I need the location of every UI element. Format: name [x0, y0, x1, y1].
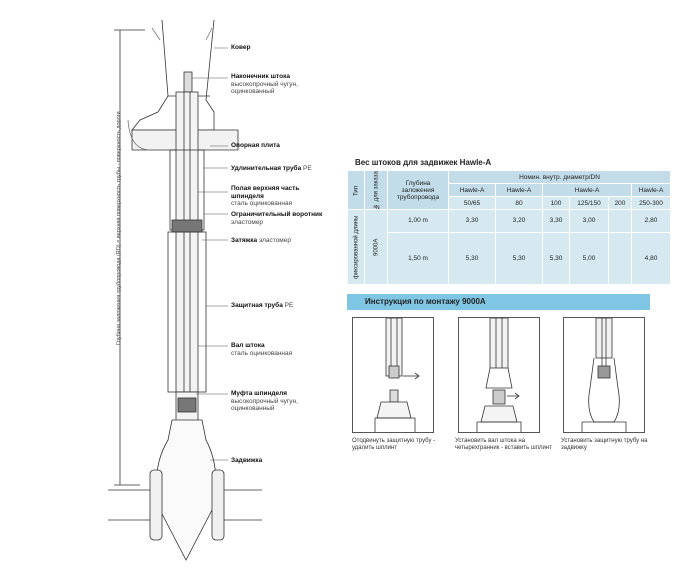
- step-2-illustration: [476, 317, 522, 432]
- spindle-coupling-sub: высокопрочный чугун, оцинкованный: [231, 397, 298, 413]
- valve-drawing: [108, 19, 262, 561]
- instructions-title: Инструкция по монтажу 9000A: [365, 297, 486, 306]
- label-cover: Ковер: [231, 44, 250, 52]
- protective-pipe-text: Защитная труба: [231, 302, 283, 309]
- step-1-figure: [352, 317, 434, 433]
- dn-header: 200: [608, 196, 632, 210]
- value-cell: 4,80: [631, 231, 671, 285]
- dn-header: 125/150: [569, 196, 609, 210]
- stem-shaft-text: Вал штока: [231, 342, 265, 349]
- brand-header: Hawle-A: [631, 183, 671, 197]
- table-row: фиксированной длины 9000A 1,00 m 3,30 3,…: [347, 209, 671, 285]
- instructions-bar: Инструкция по монтажу 9000A: [347, 294, 650, 310]
- extension-pipe-sub: PE: [303, 165, 312, 172]
- support-plate-text: Опорная плита: [231, 142, 280, 149]
- depth-dimension-text: Глубина заложения трубопровода (RD) = ве…: [116, 111, 122, 345]
- label-valve: Задвижка: [231, 457, 262, 465]
- step-1-caption: Отодвинуть защитную трубу - удалить шпли…: [352, 438, 436, 451]
- stem-tip-sub: высокопрочный чугун, оцинкованный: [231, 80, 298, 96]
- weights-table: Тип № для заказа Глубина заложения трубо…: [347, 170, 671, 285]
- step-3-caption: Установить защитную трубу на задвижку: [561, 438, 648, 451]
- tightening-text: Затяжка: [231, 237, 258, 244]
- col-dn-header: Номин. внутр. диаметр/DN: [448, 170, 671, 184]
- limit-collar-text: Ограничительный воротник: [231, 211, 323, 218]
- brand-header: Hawle-A: [542, 183, 632, 197]
- tightening-sub: эластомер: [258, 237, 292, 244]
- hollow-spindle-text: Полая верхняя часть шпинделя: [231, 185, 300, 200]
- step-2-caption: Установить вал штока на четырехгранник -…: [455, 438, 552, 451]
- brand-header: Hawle-A: [448, 183, 496, 197]
- label-tightening: Затяжка эластомер: [231, 237, 291, 245]
- value-cell: 5,30: [448, 231, 496, 285]
- depth-cell: 1,00 m: [387, 209, 449, 233]
- brand-header: Hawle-A: [495, 183, 543, 197]
- stem-shaft-sub: сталь оцинкованная: [231, 349, 293, 357]
- label-protective-pipe: Защитная труба PE: [231, 302, 293, 310]
- dn-header: 100: [542, 196, 570, 210]
- type-cell: фиксированной длины: [347, 209, 365, 285]
- value-cell: 5,30: [542, 231, 570, 285]
- stem-tip-text: Наконечник штока: [231, 73, 290, 80]
- value-cell: 3,30: [448, 209, 496, 233]
- dn-header: 50/65: [448, 196, 496, 210]
- table-row: 1,50 m 5,30 5,30 5,30 5,00 4,80: [348, 231, 671, 285]
- valve-text: Задвижка: [231, 457, 263, 464]
- depth-cell: 1,50 m: [387, 231, 449, 285]
- dn-header: 250-300: [631, 196, 671, 210]
- value-cell: 5,00: [569, 231, 609, 285]
- weights-table-title: Вес штоков для задвижек Hawle-A: [355, 158, 492, 167]
- col-order-header: № для заказа: [364, 170, 388, 210]
- value-cell: 2,80: [631, 209, 671, 233]
- label-support-plate: Опорная плита: [231, 142, 280, 150]
- depth-dimension-label: Глубина заложения трубопровода (RD) = ве…: [116, 45, 122, 345]
- value-cell: 5,30: [495, 231, 543, 285]
- limit-collar-sub: эластомер: [231, 218, 264, 226]
- cover-text: Ковер: [231, 44, 251, 51]
- step-2-figure: [458, 317, 540, 433]
- label-extension-pipe: Удлинительная труба PE: [231, 165, 312, 173]
- value-cell: [608, 209, 632, 233]
- dn-header: 80: [495, 196, 543, 210]
- step-3-illustration: [581, 317, 627, 432]
- value-cell: 3,00: [569, 209, 609, 233]
- protective-pipe-sub: PE: [284, 302, 294, 309]
- value-cell: [608, 231, 632, 285]
- extension-pipe-text: Удлинительная труба: [231, 165, 302, 172]
- value-cell: 3,30: [542, 209, 570, 233]
- col-type-header: Тип: [347, 170, 365, 210]
- hollow-spindle-sub: сталь оцинкованная: [231, 200, 293, 207]
- col-depth-header: Глубина заложения трубопровода: [387, 170, 449, 210]
- spindle-coupling-text: Муфта шпинделя: [231, 390, 288, 397]
- order-cell: 9000A: [364, 209, 388, 285]
- step-1-illustration: [374, 317, 420, 432]
- value-cell: 3,20: [495, 209, 543, 233]
- step-3-figure: [563, 317, 645, 433]
